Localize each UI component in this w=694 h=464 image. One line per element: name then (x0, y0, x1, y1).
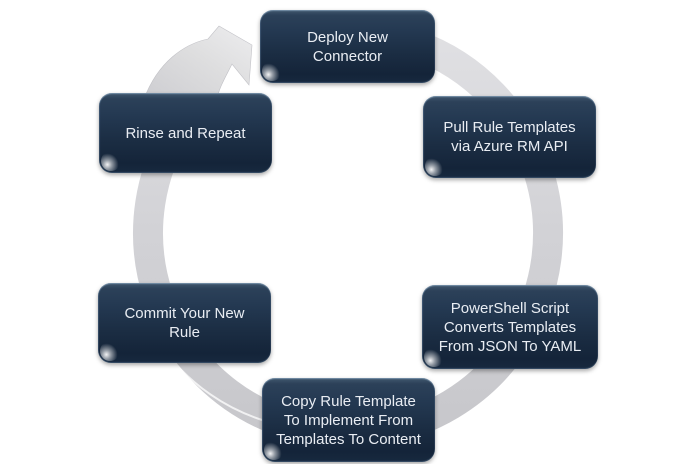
cycle-ring-highlight (167, 354, 263, 421)
node-label: Deploy New Connector (307, 28, 388, 65)
node-label: Commit Your New Rule (124, 305, 245, 341)
cycle-node-powershell-converts: PowerShell Script Converts Templates Fro… (422, 285, 598, 369)
cycle-node-copy-rule-template: Copy Rule Template To Implement From Tem… (262, 378, 435, 462)
cycle-node-deploy-new-connector: Deploy New Connector (260, 10, 435, 83)
cycle-arrowhead-icon (143, 25, 253, 100)
cycle-node-commit-your-new-rule: Commit Your New Rule (98, 283, 271, 363)
cycle-node-rinse-and-repeat: Rinse and Repeat (99, 93, 272, 173)
cycle-node-pull-rule-templates: Pull Rule Templates via Azure RM API (423, 96, 596, 178)
node-label: PowerShell Script Converts Templates Fro… (438, 299, 582, 355)
node-label: Pull Rule Templates via Azure RM API (443, 119, 576, 155)
node-label: Copy Rule Template To Implement From Tem… (276, 392, 421, 448)
node-label: Rinse and Repeat (125, 124, 246, 142)
